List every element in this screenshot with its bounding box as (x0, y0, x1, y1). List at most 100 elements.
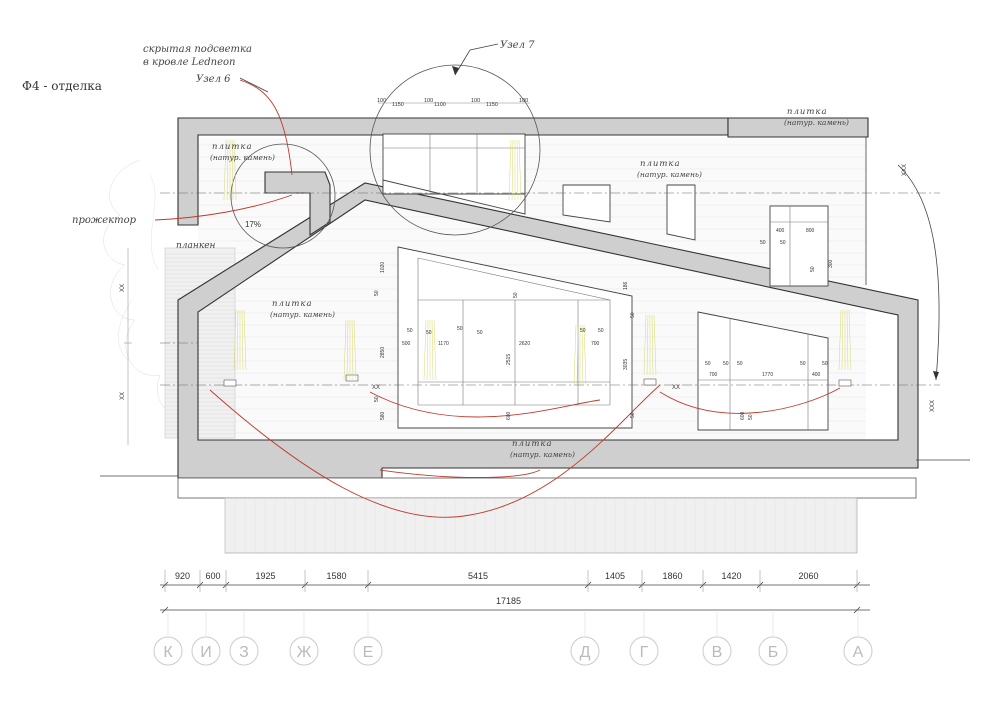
light-beam (233, 309, 247, 371)
dim: 800 (806, 228, 815, 234)
segment-dimension: 920 (175, 571, 190, 581)
lamp-marker (838, 379, 852, 387)
dim: 1770 (762, 372, 773, 378)
light-beam (343, 319, 357, 381)
dim: 50 (598, 328, 604, 334)
note-hidden-light-1: скрытая подсветка (143, 44, 252, 55)
top-window-dim: 100 (471, 98, 480, 104)
dim-tick (853, 606, 861, 614)
dim: 600 (740, 411, 746, 420)
page-title: Ф4 - отделка (22, 79, 102, 93)
center-lines (160, 192, 940, 386)
axis-bubble: Б (758, 612, 788, 666)
axis-bubble: А (843, 612, 873, 666)
light-beam (838, 309, 852, 371)
svg-text:Д: Д (580, 644, 591, 661)
svg-text:А: А (853, 644, 864, 661)
right-window-group (697, 311, 829, 431)
material-stone-4: (натур. камень) (270, 310, 335, 319)
svg-text:И: И (200, 644, 212, 661)
dim: 580 (380, 411, 386, 420)
top-window-group (382, 133, 526, 215)
note-projector: прожектор (72, 215, 137, 226)
material-tile-5: плитка (512, 439, 553, 449)
red-annotation-lines (154, 79, 841, 518)
material-stone-5: (натур. камень) (510, 450, 575, 459)
lamp-marker (643, 378, 657, 386)
segment-dimension: 1860 (662, 571, 682, 581)
material-stone-1: (натур. камень) (210, 153, 275, 162)
svg-text:В: В (712, 644, 723, 661)
main-volume-section (177, 171, 919, 479)
tree-sketch (103, 159, 181, 413)
dim: 50 (374, 290, 380, 296)
note-slope: 17% (245, 220, 261, 229)
segment-dimension: 1420 (721, 571, 741, 581)
level-mark: XX (672, 385, 680, 391)
light-fixtures (223, 139, 852, 387)
material-stone-3: (натур. камень) (784, 118, 849, 127)
material-stone-2: (натур. камень) (637, 170, 702, 179)
dim: 50 (477, 330, 483, 336)
segment-dimension: 1580 (326, 571, 346, 581)
dim: 50 (457, 326, 463, 332)
callout-arrows (239, 43, 940, 381)
note-hidden-light-2: в кровле Ledneon (143, 57, 235, 68)
level-mark: XXX (902, 164, 908, 176)
dim: 2620 (519, 341, 530, 347)
svg-text:Г: Г (640, 644, 649, 661)
dim: 50 (748, 414, 754, 420)
dim: 300 (828, 259, 834, 268)
dim: 50 (513, 292, 519, 298)
axis-bubble: З (229, 612, 259, 666)
segment-dimension: 2060 (798, 571, 818, 581)
dim: 600 (506, 411, 512, 420)
svg-text:Б: Б (768, 644, 779, 661)
top-window-dim: 1150 (486, 102, 498, 108)
material-labels: плитка (натур. камень) плитка (натур. ка… (210, 107, 849, 459)
foundation (100, 459, 970, 554)
svg-text:Ж: Ж (297, 644, 312, 661)
segment-dimension: 1405 (605, 571, 625, 581)
node-circles (230, 64, 541, 249)
axis-bubble: Ж (289, 612, 319, 666)
light-beam (223, 139, 237, 201)
top-window-dim: 100 (424, 98, 433, 104)
material-tile-4: плитка (272, 299, 313, 309)
axis-bubble: К (153, 612, 183, 666)
dim: 50 (810, 266, 816, 272)
lamp-marker (223, 379, 237, 387)
dim: 400 (812, 372, 821, 378)
note-node6: Узел 6 (196, 74, 231, 85)
dim: 1170 (438, 341, 449, 347)
dim: 700 (709, 372, 718, 378)
segment-dimension: 1925 (255, 571, 275, 581)
main-window-dims: 1020 50 2850 50 50 50 50 500 1170 2620 7… (374, 262, 636, 420)
top-window-dim: 1100 (434, 102, 446, 108)
dim: 50 (780, 240, 786, 246)
top-window-dim: 100 (519, 98, 528, 104)
level-mark: XX (120, 392, 126, 400)
dim: 50 (630, 312, 636, 318)
top-window-dim: 100 (377, 98, 386, 104)
dim: 50 (822, 361, 828, 367)
dim: 3035 (623, 359, 629, 370)
dim: 700 (591, 341, 600, 347)
dim: 400 (776, 228, 785, 234)
dim: 50 (630, 412, 636, 418)
axis-bubble: И (191, 612, 221, 666)
light-beam (643, 314, 657, 376)
svg-text:З: З (239, 644, 249, 661)
rear-small-windows (562, 184, 829, 287)
dim-tick (161, 606, 169, 614)
axis-bubble: В (702, 612, 732, 666)
level-mark: XX (372, 385, 380, 391)
axis-bubble: Е (353, 612, 383, 666)
dim: 1020 (380, 262, 386, 273)
dim: 50 (723, 361, 729, 367)
material-tile-1: плитка (212, 142, 253, 152)
